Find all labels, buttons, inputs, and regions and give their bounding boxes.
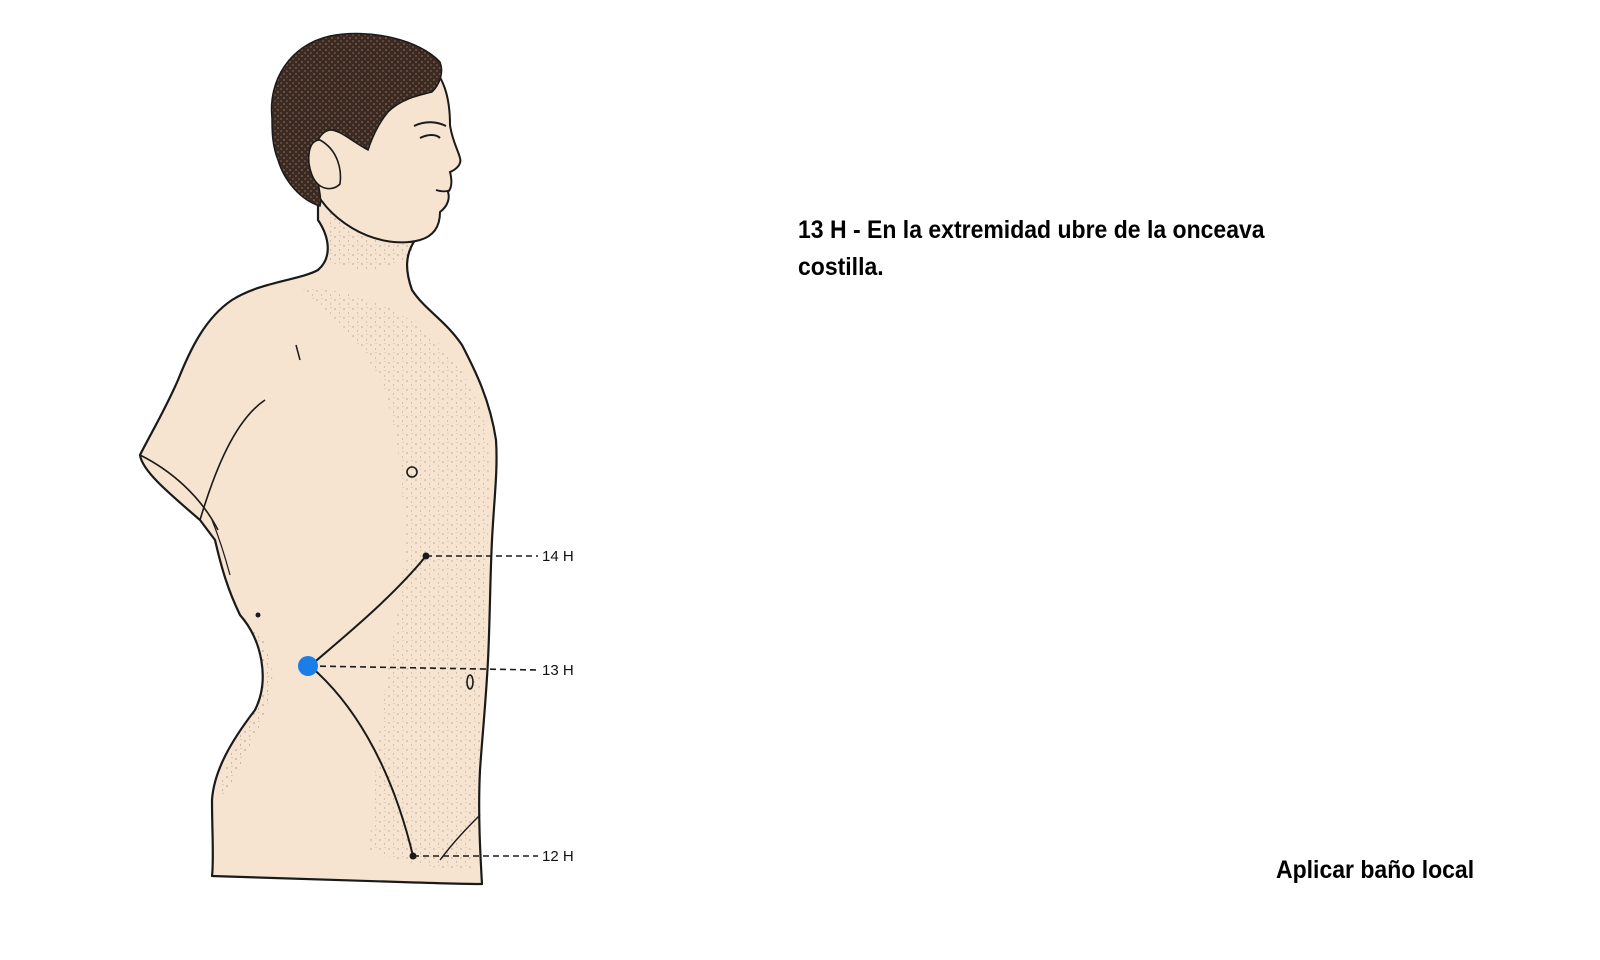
point-13h-marker[interactable]: [298, 656, 318, 676]
shoulder-mark: [295, 344, 301, 361]
nipple: [406, 466, 418, 478]
point-14h-label: 14 H: [542, 548, 574, 565]
groin-line: [439, 814, 481, 861]
side-shading: [218, 615, 273, 800]
point-13h-group[interactable]: 13 H: [298, 656, 574, 679]
back-dot: [255, 612, 261, 618]
mouth: [435, 189, 451, 193]
point-12h-label: 12 H: [542, 848, 574, 865]
arm-outline: [139, 399, 266, 531]
eye: [419, 134, 441, 139]
ear: [307, 139, 342, 190]
back-crease: [211, 519, 231, 576]
point-12h-group: 12 H: [409, 848, 574, 865]
point-14h-group: 14 H: [422, 548, 574, 565]
point-13h-label: 13 H: [542, 662, 574, 679]
torso-shading: [300, 289, 489, 871]
treatment-note: Aplicar baño local: [1276, 856, 1475, 884]
navel: [466, 674, 474, 690]
brow: [413, 121, 447, 127]
point-description: 13 H - En la extremidad ubre de la oncea…: [798, 216, 1265, 281]
point-13h-leader: [309, 665, 539, 671]
